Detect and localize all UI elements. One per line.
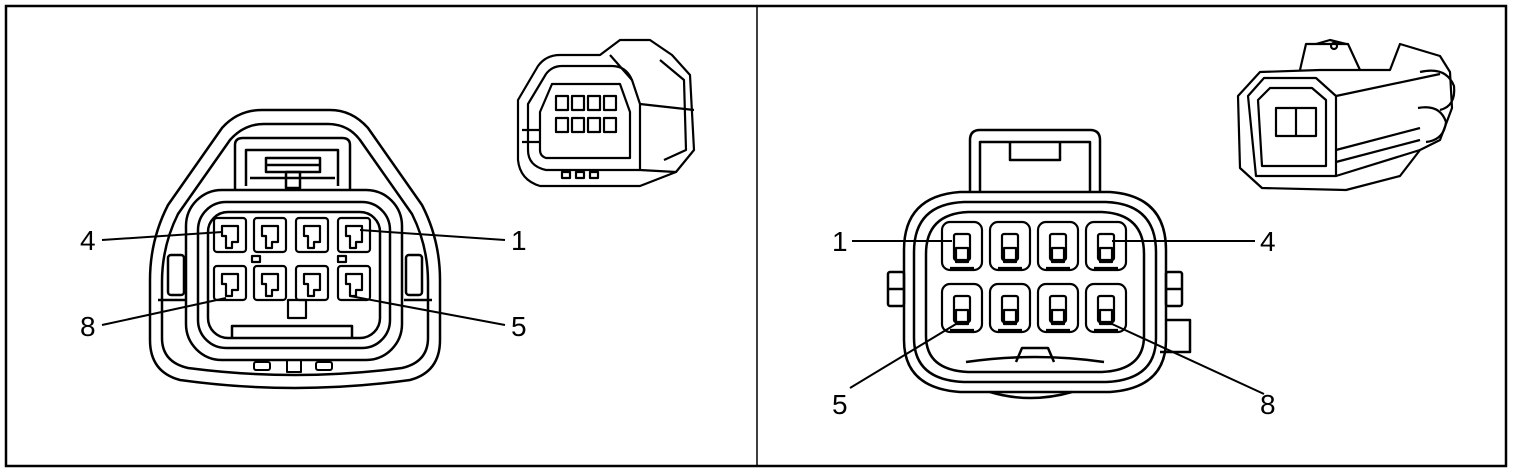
right-cavity-6 [988, 282, 1032, 334]
left-latch [233, 136, 352, 190]
right-cavity-5 [940, 282, 984, 334]
right-cavities [940, 220, 1128, 334]
right-latch [968, 128, 1102, 200]
left-label-top-left: 4 [80, 225, 96, 256]
left-cavity-1 [336, 216, 372, 254]
left-cavities [212, 216, 372, 320]
right-label-top-right: 4 [1260, 226, 1276, 257]
left-leader-lines [101, 229, 506, 326]
right-label-bottom-right: 8 [1260, 389, 1276, 420]
right-label-top-left: 1 [832, 226, 848, 257]
left-panel [101, 108, 506, 390]
right-label-bottom-left: 5 [832, 389, 848, 420]
right-cavity-1 [940, 220, 984, 272]
right-cavity-2 [988, 220, 1032, 272]
left-cavity-8 [212, 264, 248, 302]
left-cavity-4 [212, 216, 248, 254]
left-label-top-right: 1 [511, 225, 527, 256]
left-bottom-slots [253, 359, 333, 373]
left-cavity-7 [252, 264, 288, 302]
right-cavity-7 [1036, 282, 1080, 334]
left-isometric-view [516, 38, 696, 188]
left-cavity-3 [252, 216, 288, 254]
right-panel [849, 128, 1265, 400]
right-cavity-3 [1036, 220, 1080, 272]
right-cavity-4 [1084, 220, 1128, 272]
left-cavity-2 [294, 216, 330, 254]
left-cavity-6 [286, 264, 330, 320]
left-cavity-5 [336, 264, 372, 302]
left-label-bottom-left: 8 [80, 311, 96, 342]
left-label-bottom-right: 5 [511, 311, 527, 342]
right-isometric-view [1236, 38, 1456, 192]
right-leader-lines [849, 240, 1265, 395]
